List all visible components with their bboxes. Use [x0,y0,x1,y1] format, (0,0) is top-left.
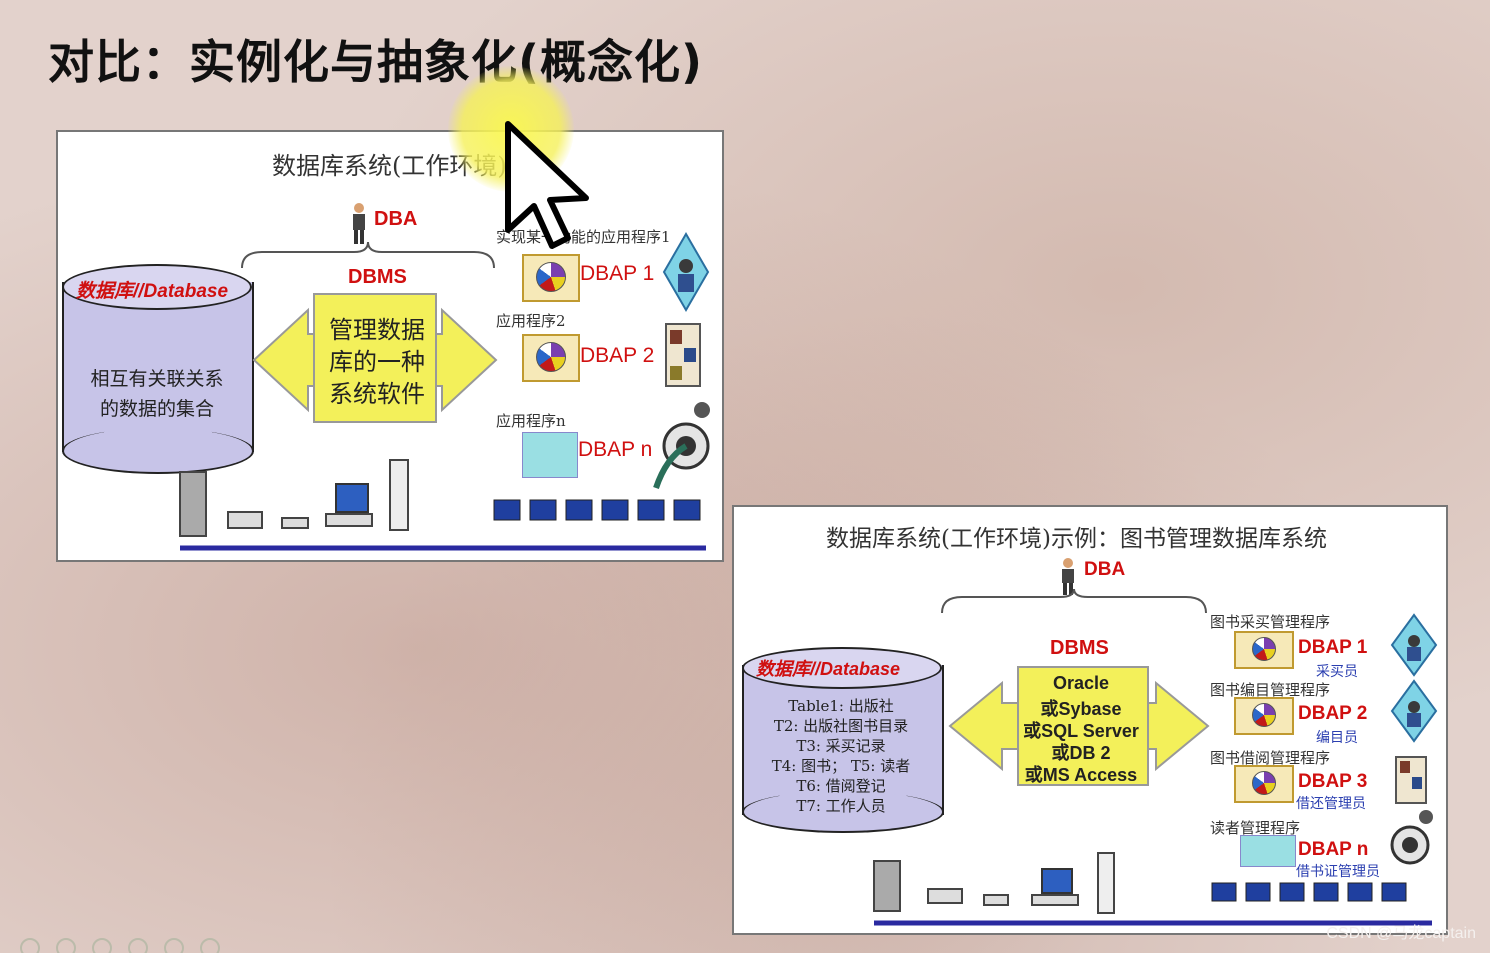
right-table-5: T6: 借阅登记 [744,775,938,796]
right-dbap1-label: DBAP 1 [1298,637,1367,659]
right-dbap2-label: DBAP 2 [1298,703,1367,725]
right-dbms-option-5: 或MS Access [1006,761,1156,787]
right-panel-title: 数据库系统(工作环境)示例：图书管理数据库系统 [826,519,1327,553]
left-dba-label: DBA [374,208,417,231]
right-app1-header: 图书采买管理程序 [1210,611,1330,632]
right-database-label: 数据库//Database [756,655,900,681]
right-table-3: T3: 采买记录 [744,735,938,756]
left-app1-icon [522,254,580,302]
right-app1-user-icon [1390,613,1438,677]
csdn-watermark: CSDN @马龙captain [1326,919,1476,943]
right-app3-user-icon [1394,755,1428,805]
right-brace [938,587,1210,615]
left-network [168,454,708,554]
right-app1-icon [1234,631,1294,669]
right-dbms-label: DBMS [1050,637,1109,660]
right-table-2: T2: 出版社图书目录 [744,715,938,736]
left-app2-icon [522,334,580,382]
left-appn-header: 应用程序n [496,410,566,431]
right-app2-user: 编目员 [1316,727,1358,747]
left-diagram-panel: 数据库系统(工作环境) DBA DBMS 数据库//Database 相互有关联… [56,130,724,562]
right-dba-label: DBA [1084,559,1125,581]
left-database-label: 数据库//Database [76,276,228,303]
right-table-1: Table1: 出版社 [744,695,938,716]
right-diagram-panel: 数据库系统(工作环境)示例：图书管理数据库系统 DBA DBMS 数据库//Da… [732,505,1448,935]
left-dbms-desc-line2: 库的一种 [316,342,438,377]
left-app2-header: 应用程序2 [496,310,566,331]
left-app2-user-icon [664,322,702,388]
left-dbap2-label: DBAP 2 [580,344,654,368]
left-dbap1-label: DBAP 1 [580,262,654,286]
right-dbms-option-1: Oracle [1006,673,1156,694]
left-dbms-desc-line3: 系统软件 [316,374,438,409]
left-dbms-desc-line1: 管理数据 [316,310,438,345]
left-database-desc-line1: 相互有关联关系 [82,364,232,391]
right-table-4: T4: 图书； T5: 读者 [744,755,938,776]
slide-title: 对比：实例化与抽象化(概念化) [48,26,703,92]
right-app3-user: 借还管理员 [1296,793,1366,813]
right-app2-user-icon [1390,679,1438,743]
right-app3-icon [1234,765,1294,803]
right-app2-icon [1234,697,1294,735]
slide-nav-controls[interactable] [10,936,240,953]
mouse-pointer-icon [504,120,594,252]
left-database-desc-line2: 的数据的集合 [82,394,232,421]
right-app1-user: 采买员 [1316,661,1358,681]
right-dbap3-label: DBAP 3 [1298,771,1367,793]
left-dbms-label: DBMS [348,266,407,289]
left-app1-user-icon [662,232,710,312]
right-table-6: T7: 工作人员 [744,795,938,816]
